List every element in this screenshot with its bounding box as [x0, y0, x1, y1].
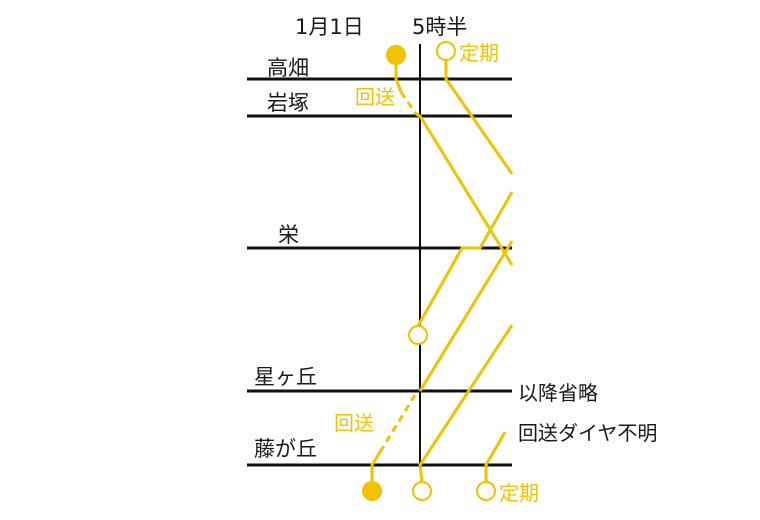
station-label-takabata: 高畑 — [267, 56, 309, 80]
deadhead-label-top: 回送 — [355, 85, 395, 109]
train-a-deadhead-start — [394, 65, 403, 93]
regular-label-top: 定期 — [459, 41, 499, 65]
train-c-origin-open-marker — [408, 325, 428, 345]
train-f-origin-filled-marker — [362, 481, 382, 501]
train-d-service-line — [418, 240, 514, 392]
regular-label-bottom: 定期 — [499, 481, 539, 505]
station-label-iwatsuka: 岩塚 — [267, 91, 309, 115]
note-deadhead-unknown: 回送ダイヤ不明 — [518, 421, 657, 445]
station-label-hoshigaoka: 星ヶ丘 — [254, 365, 317, 389]
train-a-deadhead-dashed — [399, 91, 418, 115]
train-e-service-line — [418, 324, 514, 483]
train-b-origin-open-marker — [436, 41, 456, 61]
train-f-deadhead-dashed — [378, 394, 417, 453]
deadhead-label-bottom: 回送 — [334, 411, 374, 435]
note-omitted: 以降省略 — [518, 381, 598, 405]
train-c-service-line — [416, 191, 514, 327]
header-date: 1月1日 — [295, 15, 364, 39]
train-a-origin-filled-marker — [386, 45, 406, 65]
train-e-origin-open-marker — [412, 481, 432, 501]
train-g-origin-open-marker — [476, 481, 496, 501]
train-f-deadhead-start — [370, 451, 382, 481]
train-b-service-line — [444, 60, 514, 175]
train-a-service-line — [415, 112, 514, 266]
header-time: 5時半 — [412, 15, 467, 39]
train-g-service-line — [484, 431, 507, 482]
station-label-sakae: 栄 — [278, 223, 299, 247]
station-label-fujigaoka: 藤が丘 — [254, 437, 317, 461]
